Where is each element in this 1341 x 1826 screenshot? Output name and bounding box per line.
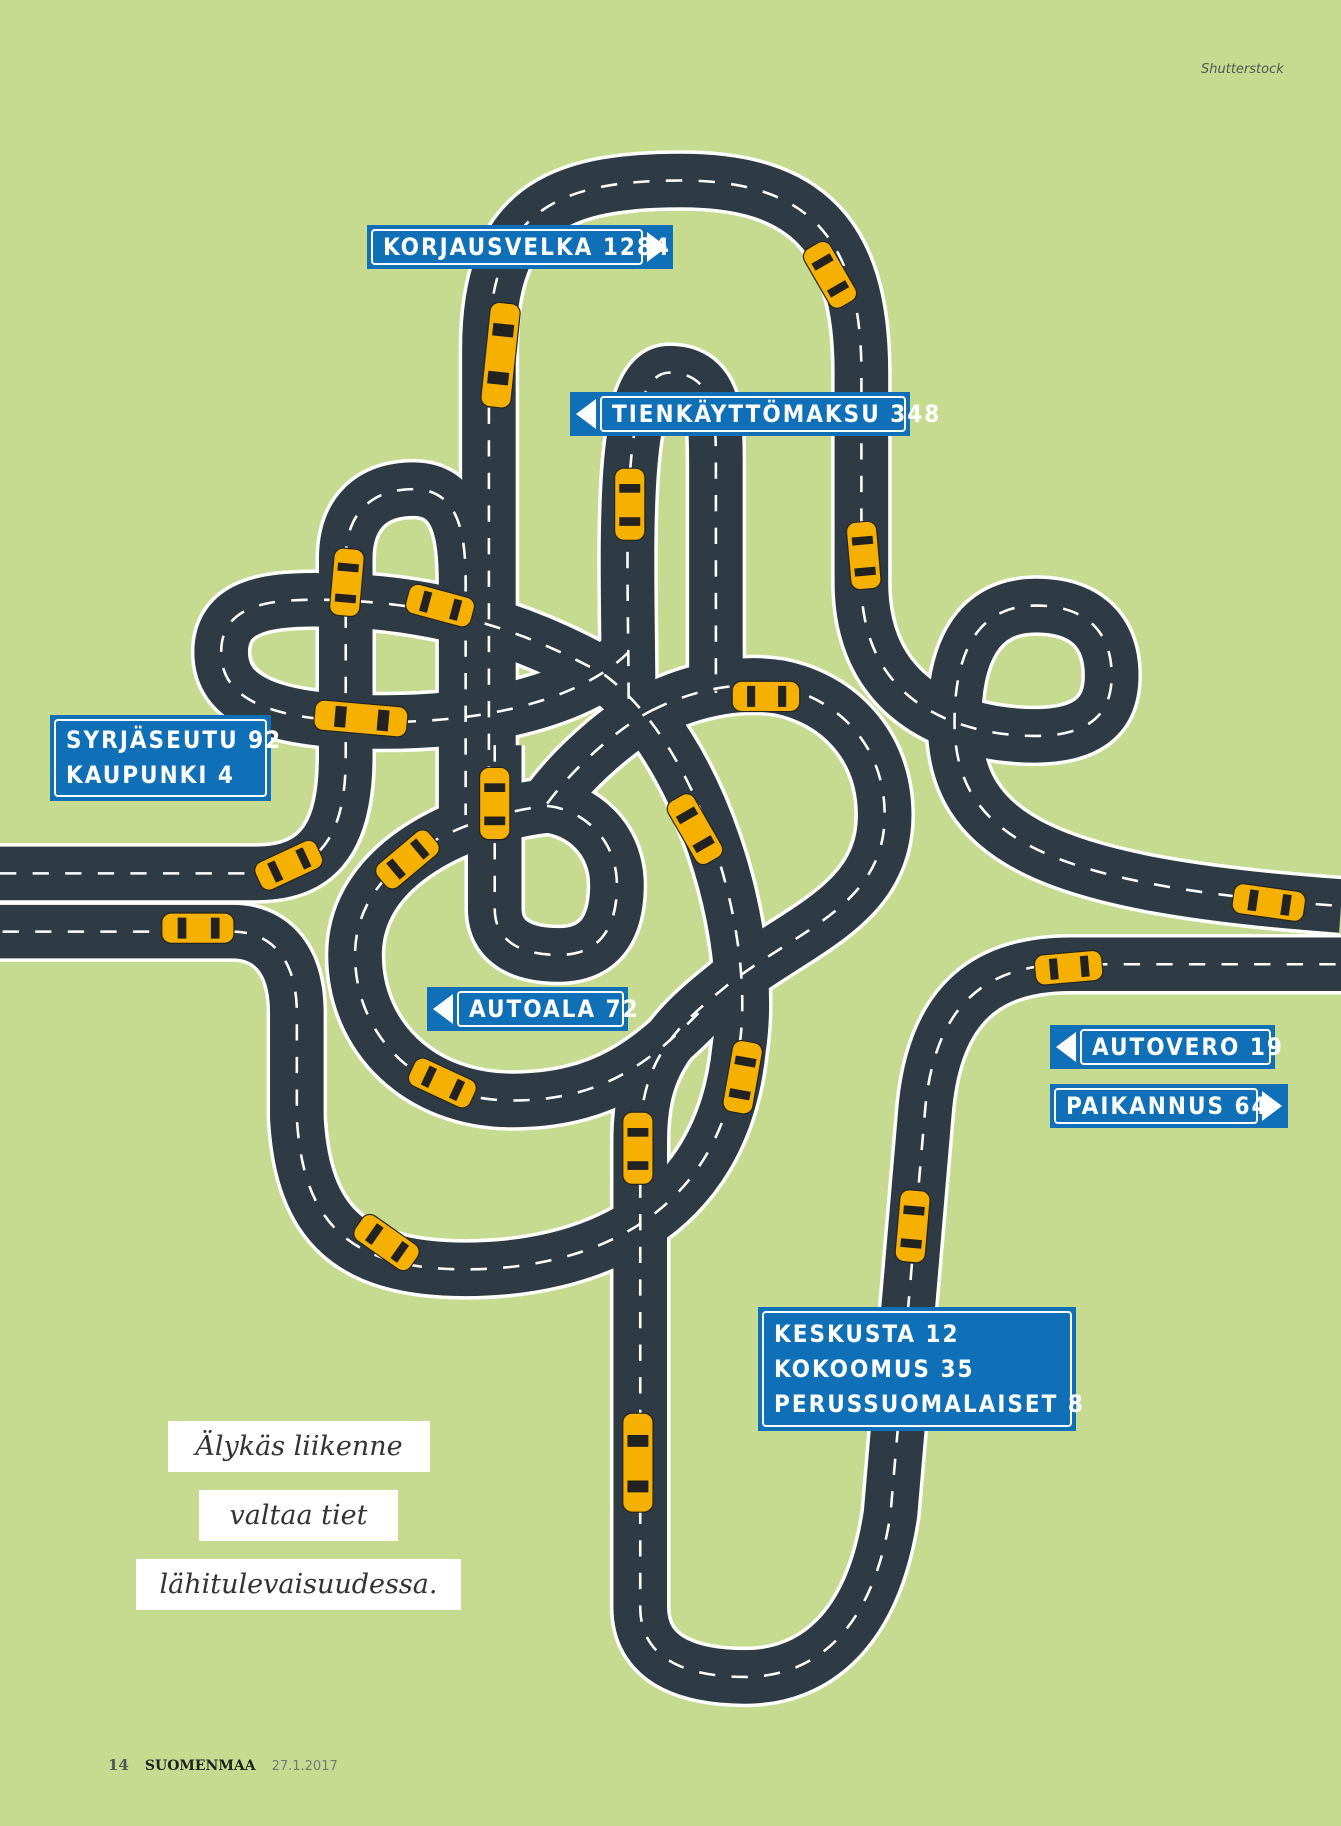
headline-line-2: valtaa tiet xyxy=(199,1490,398,1541)
arrow-left-icon xyxy=(433,994,453,1024)
road-lane-marking xyxy=(546,709,653,805)
headline-line-3: lähitulevaisuudessa. xyxy=(136,1559,461,1610)
car-icon xyxy=(666,793,724,866)
sign-text: PAIKANNUS 64 xyxy=(1066,1092,1269,1120)
photo-credit: Shutterstock xyxy=(1201,62,1284,77)
car-icon xyxy=(254,839,324,891)
car-icon xyxy=(329,547,365,618)
sign-korjausvelka: KORJAUSVELKA 1284 xyxy=(367,225,673,269)
page-number: 14 xyxy=(108,1756,129,1774)
page-footer: 14 SUOMENMAA 27.1.2017 xyxy=(108,1756,338,1774)
road-surface xyxy=(328,745,718,1128)
sign-text: AUTOALA 72 xyxy=(469,995,640,1023)
car-icon xyxy=(614,467,646,541)
car-icon xyxy=(1033,949,1104,986)
sign-autovero: AUTOVERO 19 xyxy=(1050,1025,1284,1069)
sign-autoala: AUTOALA 72 xyxy=(427,987,640,1031)
sign-text: AUTOVERO 19 xyxy=(1092,1033,1284,1061)
sign-text: KORJAUSVELKA 1284 xyxy=(383,233,671,261)
sign-text: KAUPUNKI 4 xyxy=(66,761,235,789)
headline-line-1: Älykäs liikenne xyxy=(168,1421,430,1472)
arrow-left-icon xyxy=(576,399,596,429)
car-icon xyxy=(722,1039,763,1115)
sign-keskusta: KESKUSTA 12 KOKOOMUS 35 PERUSSUOMALAISET 8 xyxy=(758,1307,1083,1431)
car-icon xyxy=(375,829,440,890)
car-icon xyxy=(407,1057,477,1109)
car-icon xyxy=(405,583,476,628)
car-icon xyxy=(479,766,511,841)
car-icon xyxy=(313,699,409,738)
road-lane-marking xyxy=(638,683,1341,1679)
car-icon xyxy=(731,680,801,713)
sign-syrjaseutu: SYRJÄSEUTU 92 KAUPUNKI 4 xyxy=(50,715,280,801)
sign-tienkayttomaksu: TIENKÄYTTÖMAKSU 348 xyxy=(570,392,942,436)
sign-text: KESKUSTA 12 xyxy=(774,1319,960,1348)
sign-paikannus: PAIKANNUS 64 xyxy=(1050,1084,1288,1128)
sign-text: KOKOOMUS 35 xyxy=(774,1354,975,1383)
road-lane-marking xyxy=(626,371,718,699)
car-icon xyxy=(802,240,858,309)
issue-date: 27.1.2017 xyxy=(271,1759,338,1774)
arrow-right-icon xyxy=(1262,1091,1282,1121)
road-lane-marking xyxy=(0,487,467,875)
magazine-name: SUOMENMAA xyxy=(144,1758,256,1774)
road-lane-marking xyxy=(353,745,700,1102)
arrow-left-icon xyxy=(1056,1032,1076,1062)
arrow-right-icon xyxy=(647,232,667,262)
car-icon xyxy=(353,1213,420,1272)
car-icon xyxy=(622,1111,654,1185)
car-icon xyxy=(894,1189,931,1264)
car-icon xyxy=(1231,883,1307,922)
car-icon xyxy=(845,520,882,591)
road-lane-marking xyxy=(487,179,1341,908)
car-icon xyxy=(622,1412,654,1513)
sign-text: SYRJÄSEUTU 92 xyxy=(66,726,283,754)
sign-text: PERUSSUOMALAISET 8 xyxy=(774,1389,1085,1418)
car-icon xyxy=(161,912,235,944)
car-icon xyxy=(480,301,521,409)
sign-text: TIENKÄYTTÖMAKSU 348 xyxy=(612,400,942,428)
